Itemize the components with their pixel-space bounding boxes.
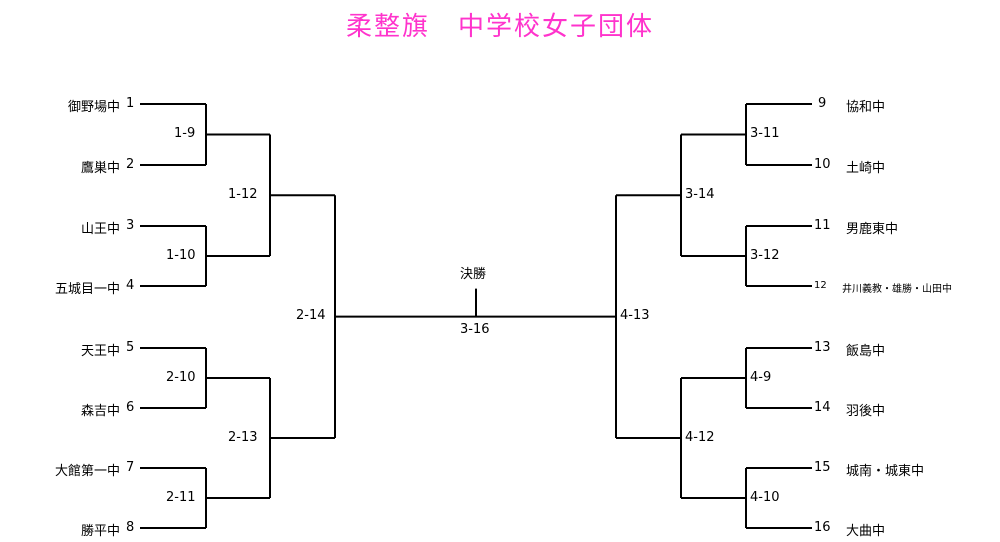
team-name: 飯島中 [846, 344, 886, 359]
seed-number: 7 [126, 460, 135, 475]
seed-number: 8 [126, 520, 135, 535]
seed-number: 1 [126, 96, 135, 111]
seed-number: 10 [814, 157, 831, 172]
team-name: 五城目一中 [54, 282, 120, 297]
match-label: 4-10 [750, 490, 780, 505]
seed-number: 12 [814, 280, 827, 291]
seed-number: 11 [814, 218, 831, 233]
seed-number: 5 [126, 340, 135, 355]
seed-number: 4 [126, 278, 135, 293]
match-label: 2-13 [228, 430, 258, 445]
match-label: 4-9 [750, 370, 772, 385]
match-label: 2-14 [296, 308, 326, 323]
team-name: 井川義教・雄勝・山田中 [842, 284, 952, 295]
match-label: 1-9 [174, 126, 196, 141]
match-label: 1-12 [228, 187, 258, 202]
team-name: 勝平中 [80, 524, 120, 539]
team-name: 羽後中 [846, 404, 886, 419]
seed-number: 3 [126, 218, 135, 233]
match-label: 4-12 [685, 430, 715, 445]
seed-number: 6 [126, 400, 135, 415]
team-name: 鷹巣中 [80, 161, 120, 176]
team-name: 男鹿東中 [846, 222, 899, 237]
match-label: 3-14 [685, 187, 715, 202]
final-label: 決勝 [460, 267, 487, 282]
team-name: 城南・城東中 [846, 464, 925, 479]
team-name: 天王中 [80, 344, 120, 359]
match-label: 1-10 [166, 248, 196, 263]
team-name: 御野場中 [67, 100, 120, 115]
team-name: 森吉中 [80, 404, 120, 419]
seed-number: 16 [814, 520, 831, 535]
match-label: 3-11 [750, 126, 780, 141]
seed-number: 15 [814, 460, 831, 475]
team-name: 大館第一中 [54, 464, 120, 479]
match-label: 4-13 [620, 308, 650, 323]
seed-number: 2 [126, 157, 135, 172]
seed-number: 13 [814, 340, 831, 355]
match-label: 2-10 [166, 370, 196, 385]
match-label: 3-12 [750, 248, 780, 263]
team-name: 大曲中 [846, 524, 886, 539]
team-name: 協和中 [846, 100, 886, 115]
page-title: 柔整旗 中学校女子団体 [345, 12, 654, 42]
team-name: 土崎中 [846, 161, 886, 176]
seed-number: 14 [814, 400, 831, 415]
final-match-label: 3-16 [460, 322, 490, 337]
match-label: 2-11 [166, 490, 196, 505]
team-name: 山王中 [80, 222, 120, 237]
seed-number: 9 [818, 96, 827, 111]
